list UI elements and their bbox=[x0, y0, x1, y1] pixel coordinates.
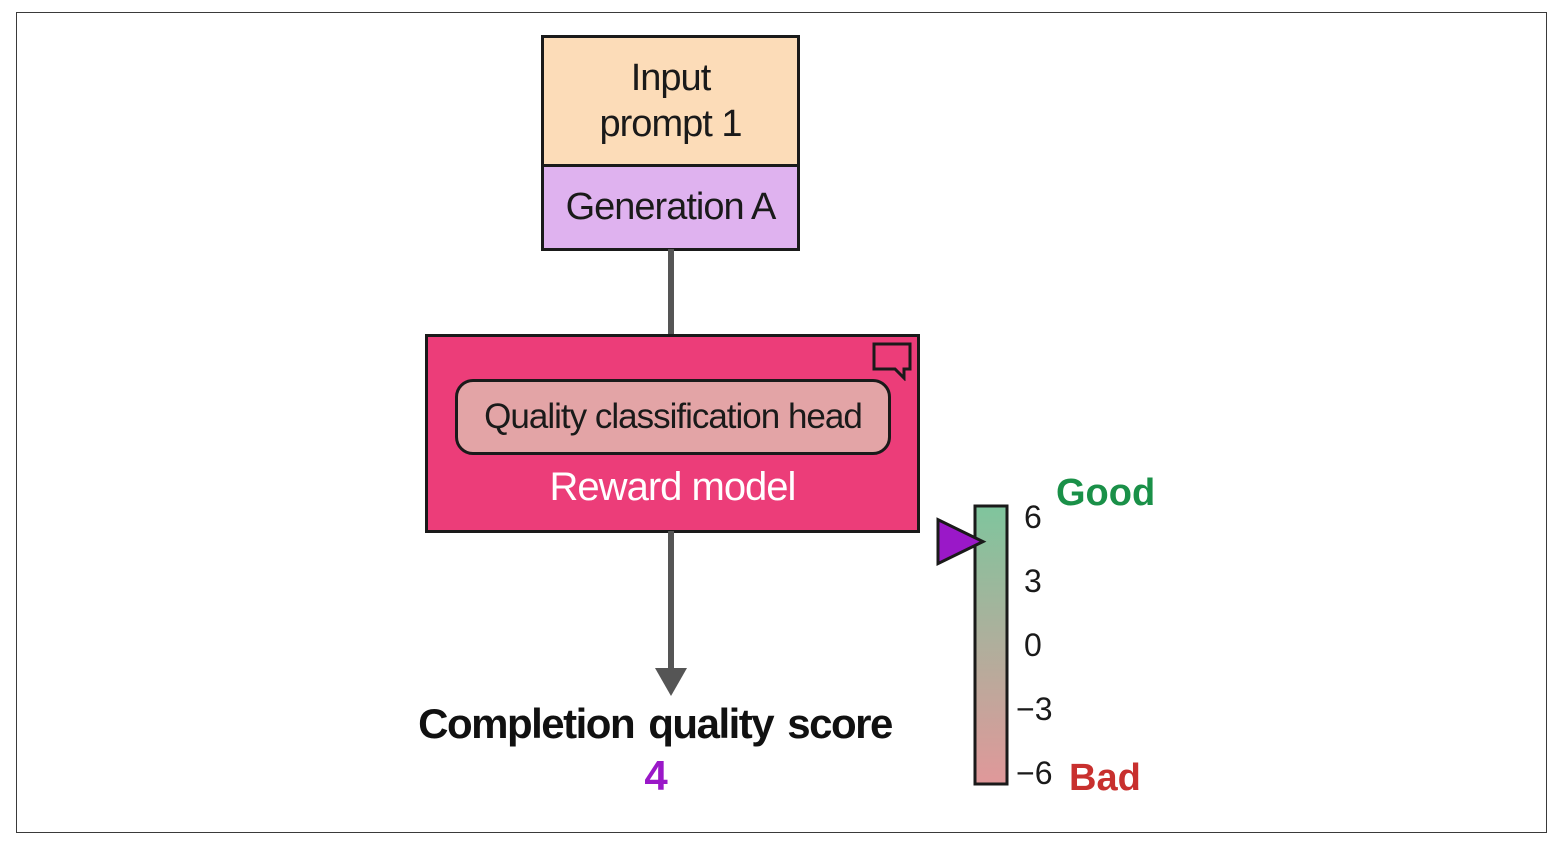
input-prompt-label: Input prompt 1 bbox=[599, 57, 743, 145]
connector-line bbox=[668, 249, 674, 336]
input-prompt-box: Input prompt 1 bbox=[541, 35, 800, 167]
scale-tick-label: 3 bbox=[1024, 563, 1042, 599]
reward-model-box: Quality classification head Reward model bbox=[425, 334, 920, 533]
output-arrow-line bbox=[668, 531, 674, 671]
generation-box: Generation A bbox=[541, 164, 800, 251]
quality-scale: 6 3 0 −3 −6 Good Bad bbox=[936, 472, 1155, 799]
generation-label: Generation A bbox=[565, 186, 777, 228]
figure-frame bbox=[16, 12, 1547, 833]
scale-tick-label: −6 bbox=[1016, 755, 1052, 791]
score-value: 4 bbox=[644, 752, 668, 799]
quality-head-label: Quality classification head bbox=[484, 397, 863, 436]
scale-tick-label: −3 bbox=[1016, 691, 1052, 727]
reward-model-label: Reward model bbox=[549, 465, 797, 509]
bad-label: Bad bbox=[1069, 757, 1141, 799]
scale-bar bbox=[973, 504, 1009, 786]
score-caption: Completion quality score bbox=[418, 700, 893, 747]
quality-classification-head: Quality classification head bbox=[455, 379, 891, 455]
scale-tick-label: 6 bbox=[1024, 499, 1042, 535]
output-arrow-head bbox=[655, 668, 687, 696]
good-label: Good bbox=[1056, 472, 1155, 514]
score-marker bbox=[936, 517, 987, 567]
speech-bubble-icon bbox=[872, 342, 912, 381]
scale-tick-label: 0 bbox=[1024, 627, 1042, 663]
